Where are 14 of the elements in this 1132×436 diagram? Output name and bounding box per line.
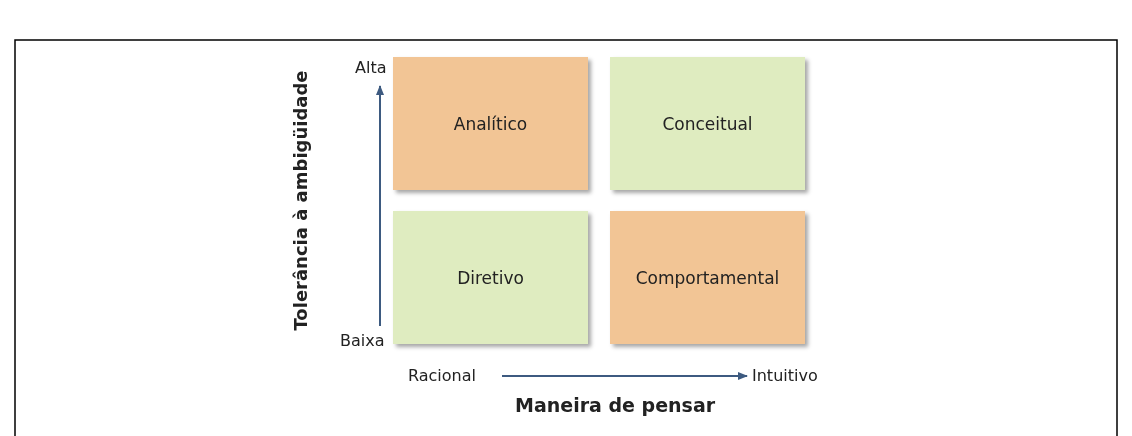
quadrant-label: Diretivo <box>457 267 524 288</box>
axis-title: Tolerância à ambigüidade <box>289 69 311 331</box>
quadrant-box <box>393 211 588 344</box>
quadrant-box <box>610 57 805 190</box>
axis-title: Maneira de pensar <box>515 394 716 416</box>
quadrant-box <box>393 57 588 190</box>
axis-value-label: Baixa <box>340 331 385 350</box>
axis-value-label: Alta <box>355 58 387 77</box>
quadrant-label: Comportamental <box>635 267 780 288</box>
axis-value-label: Racional <box>408 366 476 385</box>
quadrant-label: Conceitual <box>662 113 753 134</box>
quadrant-box <box>610 211 805 344</box>
quadrant-label: Analítico <box>453 113 528 134</box>
axis-value-label: Intuitivo <box>752 366 818 385</box>
